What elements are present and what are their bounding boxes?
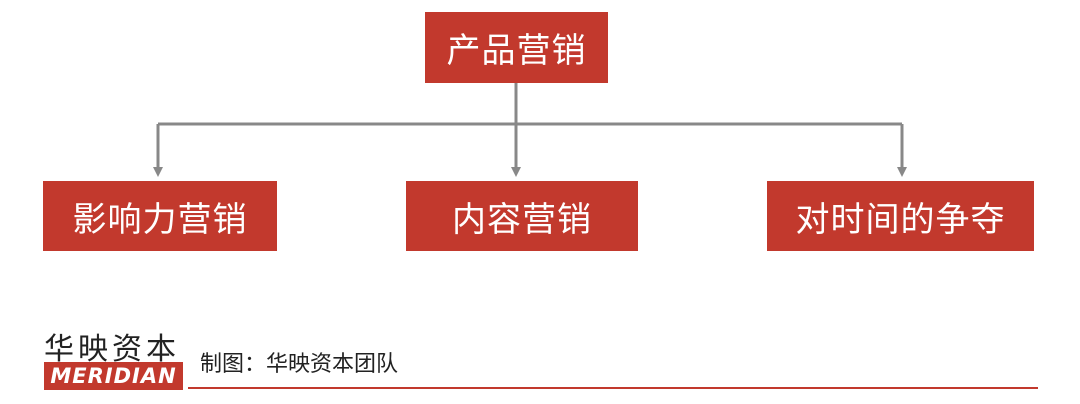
- root-node-product-marketing: 产品营销: [425, 12, 608, 83]
- logo-meridian: MERIDIAN: [44, 362, 183, 390]
- child-node-content-marketing: 内容营销: [406, 181, 638, 251]
- credit-text: 制图：华映资本团队: [200, 352, 399, 377]
- child-node-time-competition: 对时间的争夺: [767, 181, 1034, 251]
- logo-chinese-text: 华映资本: [44, 332, 180, 367]
- footer-divider: [188, 387, 1038, 389]
- child-node-influence-marketing: 影响力营销: [43, 181, 277, 251]
